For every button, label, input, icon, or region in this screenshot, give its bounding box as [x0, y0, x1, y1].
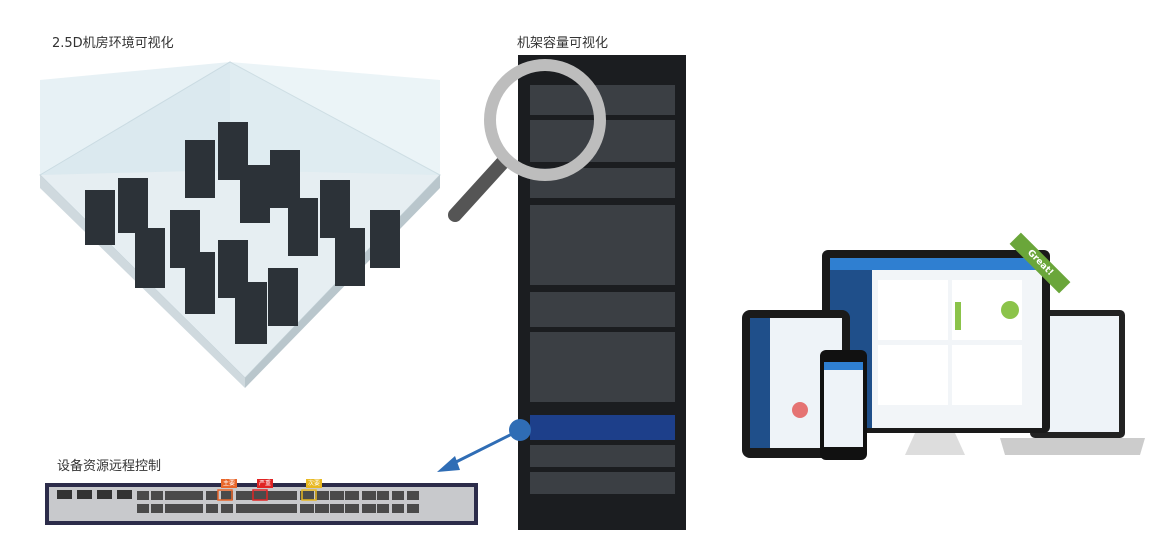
ethernet-port — [240, 491, 252, 500]
ethernet-port — [221, 504, 233, 513]
server-room-illustration — [39, 61, 441, 388]
ethernet-port — [392, 504, 404, 513]
ethernet-port — [206, 491, 218, 500]
ethernet-port — [377, 491, 389, 500]
ethernet-port — [285, 491, 297, 500]
ethernet-port — [332, 491, 344, 500]
magnifier-icon — [448, 59, 606, 222]
alarm-tag-minor: 次要 — [306, 479, 323, 488]
ethernet-port — [221, 491, 233, 500]
arrow-icon — [437, 419, 531, 472]
ethernet-port — [332, 504, 344, 513]
devices-illustration — [742, 250, 1145, 460]
ethernet-port — [137, 491, 149, 500]
alarm-tag-critical: 严重 — [257, 479, 274, 488]
ethernet-port — [317, 504, 329, 513]
ethernet-port — [270, 491, 282, 500]
ethernet-port — [151, 491, 163, 500]
switch-title: 设备资源远程控制 — [57, 459, 162, 474]
ethernet-port — [151, 504, 163, 513]
ethernet-port — [364, 504, 376, 513]
ethernet-port — [317, 491, 329, 500]
ethernet-port — [285, 504, 297, 513]
ethernet-port — [392, 491, 404, 500]
ethernet-port — [176, 504, 188, 513]
ethernet-port — [191, 504, 203, 513]
ethernet-port — [302, 491, 314, 500]
ethernet-port — [255, 491, 267, 500]
ethernet-port — [206, 504, 218, 513]
ethernet-port — [165, 504, 177, 513]
ethernet-port — [240, 504, 252, 513]
ethernet-port — [302, 504, 314, 513]
ethernet-port — [165, 491, 177, 500]
room-title: 2.5D机房环境可视化 — [52, 36, 174, 51]
ethernet-port — [347, 504, 359, 513]
ethernet-port — [176, 491, 188, 500]
ethernet-port — [347, 491, 359, 500]
ethernet-port — [137, 504, 149, 513]
ethernet-port — [364, 491, 376, 500]
network-switch-illustration — [45, 483, 478, 525]
ethernet-port — [191, 491, 203, 500]
alarm-tag-major: 主要 — [221, 479, 238, 488]
ethernet-port — [270, 504, 282, 513]
rack-title: 机架容量可视化 — [517, 36, 609, 51]
ethernet-port — [407, 504, 419, 513]
ethernet-port — [377, 504, 389, 513]
ethernet-port — [255, 504, 267, 513]
ethernet-port — [407, 491, 419, 500]
